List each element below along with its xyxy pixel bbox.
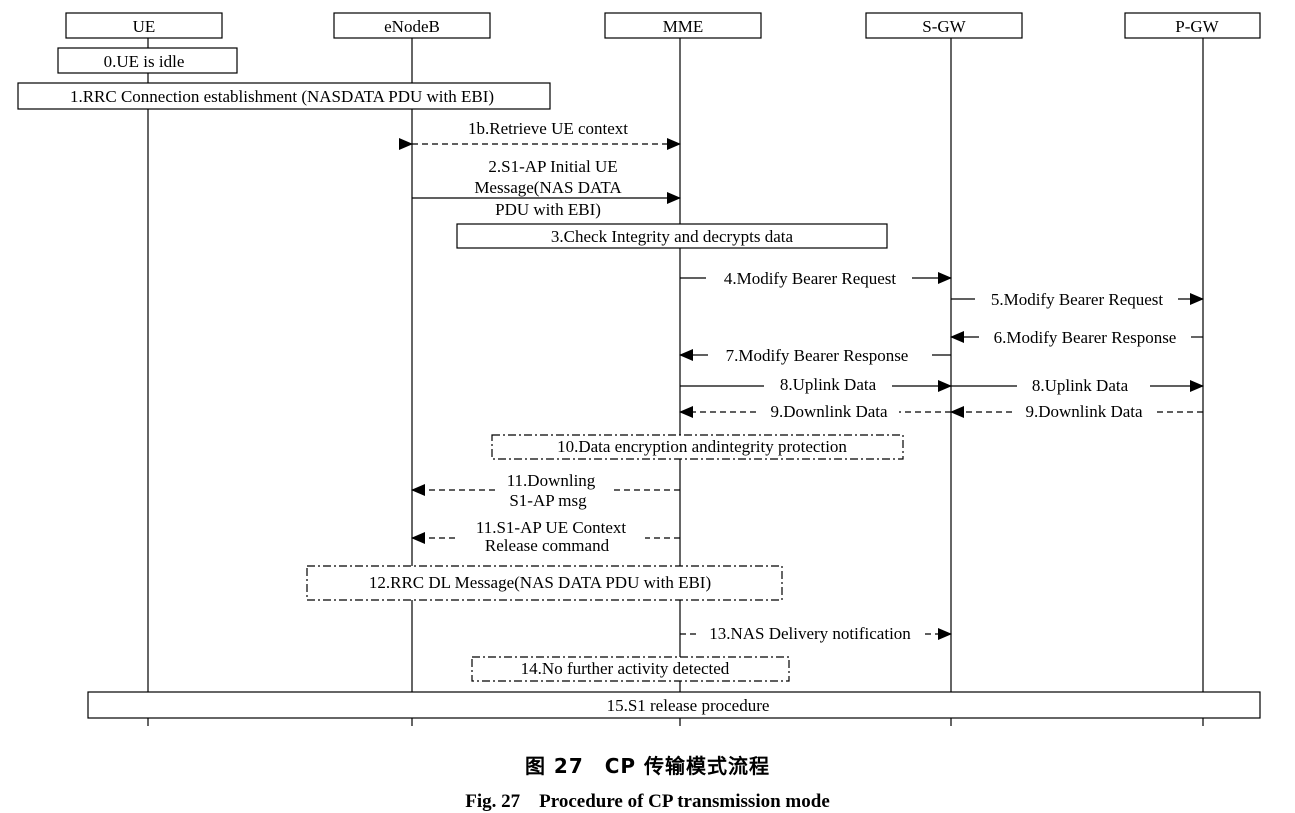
step-9a-arrow: 9.Downlink Data [679, 402, 951, 421]
entity-mme-label: MME [663, 17, 704, 36]
step-1-label: 1.RRC Connection establishment (NASDATA … [70, 87, 494, 106]
step-10-label: 10.Data encryption andintegrity protecti… [557, 437, 847, 456]
step-11a-label-line2: S1-AP msg [509, 491, 587, 510]
step-3-label: 3.Check Integrity and decrypts data [551, 227, 794, 246]
entity-pgw-label: P-GW [1175, 17, 1219, 36]
step-2-label-line2: Message(NAS DATA [474, 178, 622, 197]
step-9b-arrow: 9.Downlink Data [950, 402, 1203, 421]
entity-ue-label: UE [133, 17, 156, 36]
step-9a-label: 9.Downlink Data [770, 402, 888, 421]
step-9b-label: 9.Downlink Data [1025, 402, 1143, 421]
figure-caption-cn: 图 27 CP 传输模式流程 [524, 754, 771, 778]
step-0-label: 0.UE is idle [104, 52, 185, 71]
entity-ue: UE [65, 12, 223, 39]
step-14-box: 14.No further activity detected [471, 656, 790, 682]
step-1-box: 1.RRC Connection establishment (NASDATA … [17, 82, 551, 110]
step-7-arrow: 7.Modify Bearer Response [679, 346, 951, 365]
step-1b-arrow: 1b.Retrieve UE context [399, 119, 681, 150]
step-6-arrow: 6.Modify Bearer Response [950, 328, 1203, 347]
step-6-label: 6.Modify Bearer Response [994, 328, 1177, 347]
step-14-label: 14.No further activity detected [521, 659, 730, 678]
step-7-label: 7.Modify Bearer Response [726, 346, 909, 365]
step-15-box: 15.S1 release procedure [87, 691, 1261, 719]
step-2-label-line1: 2.S1-AP Initial UE [488, 157, 617, 176]
step-11a-label-line1: 11.Downling [507, 471, 596, 490]
step-2-arrow: 2.S1-AP Initial UE Message(NAS DATA PDU … [412, 157, 681, 219]
figure-caption-en: Fig. 27 Procedure of CP transmission mod… [465, 791, 830, 812]
step-11b-label-line2: Release command [485, 536, 610, 555]
step-10-box: 10.Data encryption andintegrity protecti… [491, 434, 904, 460]
step-5-arrow: 5.Modify Bearer Request [951, 290, 1204, 309]
step-1b-label: 1b.Retrieve UE context [468, 119, 628, 138]
step-8a-label: 8.Uplink Data [780, 375, 877, 394]
entity-pgw: P-GW [1124, 12, 1261, 39]
step-0-box: 0.UE is idle [57, 47, 238, 74]
step-11b-label-line1: 11.S1-AP UE Context [476, 518, 627, 537]
step-8b-label: 8.Uplink Data [1032, 376, 1129, 395]
entity-sgw-label: S-GW [922, 17, 966, 36]
step-8a-arrow: 8.Uplink Data [680, 375, 952, 394]
step-11b-arrow: 11.S1-AP UE Context Release command [411, 518, 680, 555]
step-5-label: 5.Modify Bearer Request [991, 290, 1164, 309]
entity-enodeb: eNodeB [333, 12, 491, 39]
step-12-label: 12.RRC DL Message(NAS DATA PDU with EBI) [369, 573, 711, 592]
entity-enodeb-label: eNodeB [384, 17, 440, 36]
entity-sgw: S-GW [865, 12, 1023, 39]
step-4-arrow: 4.Modify Bearer Request [680, 269, 952, 288]
step-13-label: 13.NAS Delivery notification [709, 624, 911, 643]
step-2-label-line3: PDU with EBI) [495, 200, 601, 219]
step-15-label: 15.S1 release procedure [607, 696, 770, 715]
entity-mme: MME [604, 12, 762, 39]
step-11a-arrow: 11.Downling S1-AP msg [411, 471, 680, 510]
step-3-box: 3.Check Integrity and decrypts data [456, 223, 888, 249]
step-4-label: 4.Modify Bearer Request [724, 269, 897, 288]
step-12-box: 12.RRC DL Message(NAS DATA PDU with EBI) [306, 565, 783, 601]
step-13-arrow: 13.NAS Delivery notification [680, 624, 952, 643]
step-8b-arrow: 8.Uplink Data [951, 376, 1204, 395]
